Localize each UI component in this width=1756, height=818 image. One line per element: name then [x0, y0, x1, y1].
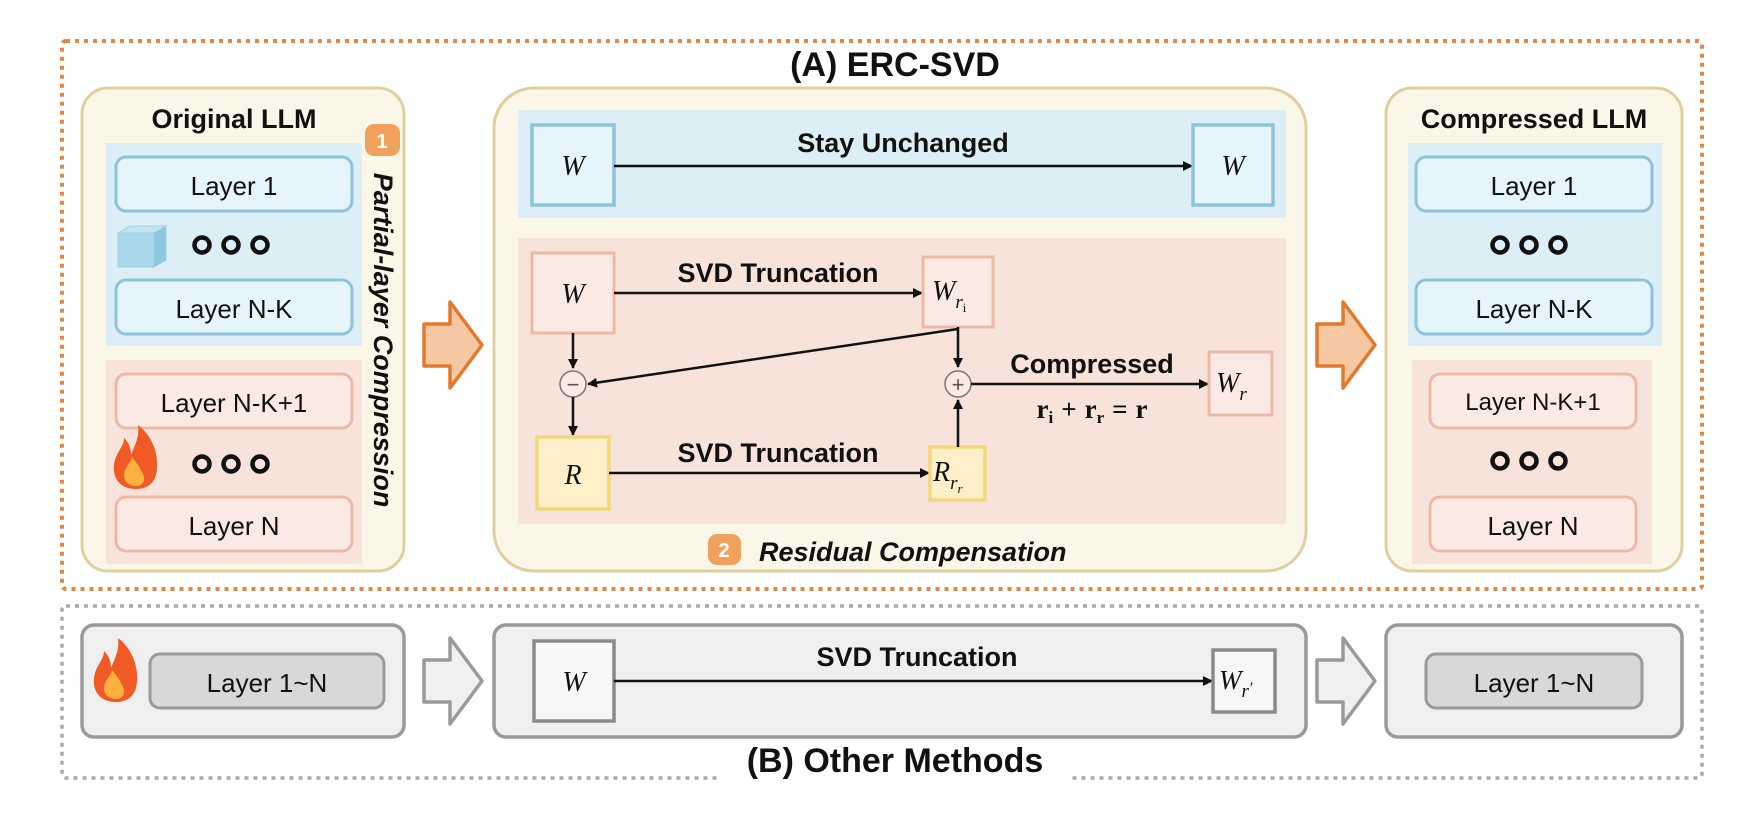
compression-band — [518, 238, 1286, 524]
w-r-label: Wr — [1216, 368, 1247, 405]
other-out-layer-range-label: Layer 1~N — [1474, 668, 1595, 698]
erc-w-input-top — [530, 123, 616, 207]
compressed-layer-1 — [1414, 155, 1654, 213]
w-r-i-box — [921, 255, 995, 329]
original-layer-n — [114, 495, 354, 553]
w-r-i-label: Wri — [932, 276, 967, 315]
partial-layer-label: Partial-layer Compression — [368, 173, 398, 508]
stay-unchanged-label: Stay Unchanged — [797, 128, 1009, 158]
svd-truncation-label-2: SVD Truncation — [677, 438, 878, 468]
other-out-layer-range — [1424, 652, 1644, 710]
section-a-frame — [60, 39, 1704, 591]
erc-w-input-top-label: W — [561, 151, 587, 182]
flow-arrow-2 — [1315, 300, 1377, 390]
r-box — [535, 435, 611, 511]
residual-label: Residual Compensation — [759, 537, 1067, 567]
original-layer-n-k-plus-1 — [114, 372, 354, 430]
other-flow-arrow-2 — [1315, 636, 1377, 726]
original-layer-n-k-plus-1-label: Layer N-K+1 — [161, 388, 308, 418]
other-layer-range — [148, 652, 386, 710]
section-b-title-bg — [720, 740, 1070, 784]
compressed-layer-n-k-plus-1-label: Layer N-K+1 — [1465, 389, 1600, 416]
partial-layer-badge — [365, 124, 400, 156]
section-a-title-bg — [770, 44, 1020, 84]
original-layer-n-k-label: Layer N-K — [175, 294, 293, 324]
original-layer-1-label: Layer 1 — [191, 171, 278, 201]
original-ellipsis-1 — [192, 235, 270, 255]
original-layer-1 — [114, 155, 354, 213]
flow-arrow-1 — [422, 300, 484, 390]
fire-icon — [113, 425, 158, 489]
other-w-box — [532, 639, 616, 723]
rank-equation: ri+rr=r — [1036, 394, 1147, 427]
svd-truncation-label-1: SVD Truncation — [677, 258, 878, 288]
residual-badge — [708, 534, 741, 565]
other-layer-range-label: Layer 1~N — [207, 668, 328, 698]
compressed-ellipsis-2 — [1490, 451, 1568, 471]
compressed-layer-1-label: Layer 1 — [1491, 171, 1578, 201]
r-box-label: R — [563, 460, 581, 491]
compressed-layer-n-k — [1414, 278, 1654, 336]
section-b-frame — [60, 604, 1704, 780]
stay-unchanged-band — [518, 110, 1286, 218]
other-fire-icon — [93, 638, 138, 702]
w-r-box — [1207, 350, 1274, 417]
other-svd-label: SVD Truncation — [816, 642, 1017, 672]
section-b-title: (B) Other Methods — [747, 742, 1044, 780]
residual-badge-number: 2 — [718, 540, 729, 562]
compressed-llm-title: Compressed LLM — [1421, 104, 1648, 134]
other-w-r-prime-box — [1211, 648, 1277, 714]
compressed-layer-n-k-plus-1 — [1428, 372, 1638, 430]
erc-w-output-top — [1191, 123, 1275, 207]
erc-w-output-top-label: W — [1221, 151, 1247, 182]
partial-layer-badge-number: 1 — [376, 131, 387, 153]
compressed-layer-n-k-label: Layer N-K — [1475, 294, 1593, 324]
other-w-r-prime-label: Wr′ — [1219, 665, 1253, 702]
original-layer-n-label: Layer N — [188, 511, 279, 541]
section-a-title: (A) ERC-SVD — [790, 46, 1000, 84]
erc-w-input-bottom-label: W — [561, 279, 587, 310]
other-w-label: W — [562, 667, 588, 698]
original-ellipsis-2 — [192, 454, 270, 474]
compressed-label: Compressed — [1010, 349, 1174, 379]
minus-operator-symbol: − — [567, 372, 580, 397]
r-r-r-label: Rrr — [932, 457, 964, 496]
original-layer-n-k — [114, 278, 354, 336]
wri-to-minus-arrow — [587, 327, 959, 388]
other-flow-arrow-1 — [422, 636, 484, 726]
compressed-layer-n — [1428, 495, 1638, 553]
compressed-layer-n-label: Layer N — [1487, 511, 1578, 541]
original-llm-title: Original LLM — [152, 104, 317, 134]
compressed-ellipsis-1 — [1490, 235, 1568, 255]
plus-operator-symbol: + — [952, 372, 965, 397]
ice-cube-icon — [116, 225, 168, 268]
